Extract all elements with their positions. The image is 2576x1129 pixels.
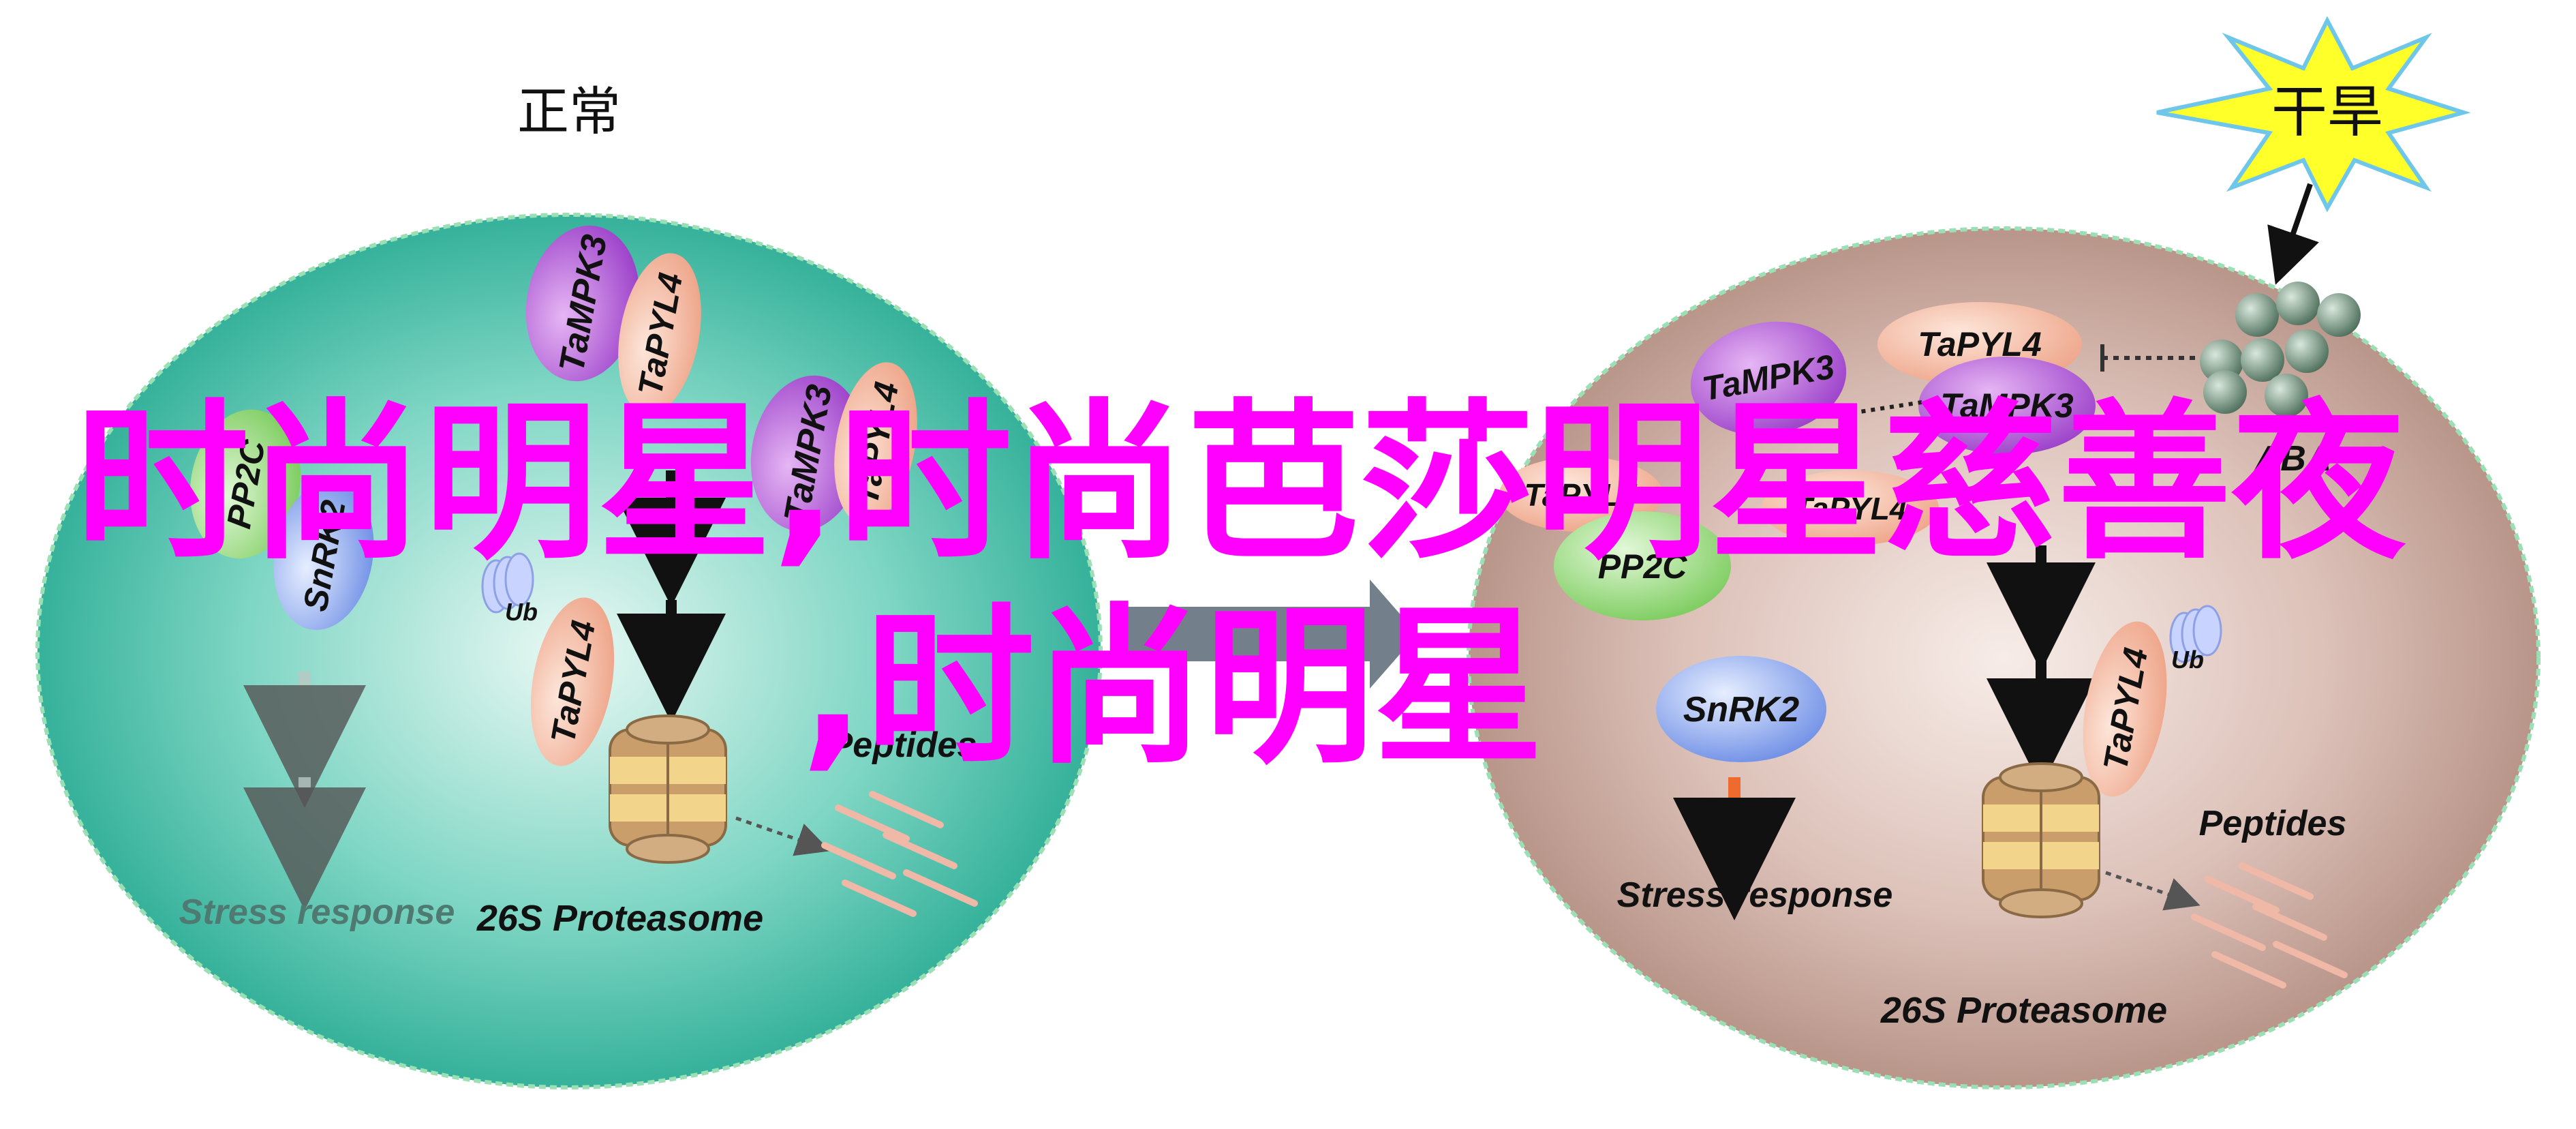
tampk3-protein: TaMPK3 xyxy=(1690,321,1847,436)
tapyl4-label-2: TaPYL4 xyxy=(1524,477,1638,513)
tampk3-protein-2: TaMPK3 xyxy=(1918,357,2096,455)
right-panel: 干旱 TaMPK3 TaPYL4 TaMPK xyxy=(1467,16,2541,1089)
ub-label: Ub xyxy=(505,598,538,626)
peptides-label: Peptides xyxy=(2199,804,2347,843)
tapyl4-protein-3: TaPYL4 xyxy=(1762,470,1939,545)
snrk2-label: SnRK2 xyxy=(1683,690,1800,729)
tapyl4-protein: TaPYL4 xyxy=(618,253,701,415)
pp2c-protein: PP2C xyxy=(1554,511,1731,620)
proteasome-label: 26S Proteasome xyxy=(476,898,763,939)
tapyl4-label: TaPYL4 xyxy=(1918,325,2042,363)
panel-connector-arrow xyxy=(1124,579,1417,689)
pp2c-protein: PP2C xyxy=(189,409,301,559)
aba-label: ABA xyxy=(2254,439,2332,479)
tapyl4-label-3: TaPYL4 xyxy=(1793,491,1907,526)
ub-label: Ub xyxy=(2171,646,2204,674)
drought-starburst: 干旱 xyxy=(2156,16,2471,213)
ubiquitin-chain: Ub xyxy=(2169,605,2222,674)
ubiquitin-chain: Ub xyxy=(481,552,538,626)
proteasome-label: 26S Proteasome xyxy=(1880,990,2167,1031)
peptides xyxy=(2191,862,2348,989)
peptide-arrow xyxy=(2105,871,2201,911)
right-panel-title: 干旱 xyxy=(2271,80,2383,145)
proteasome xyxy=(1982,762,2100,918)
stress-response-label: Stress response xyxy=(1617,875,1893,915)
proteasome xyxy=(609,714,727,864)
aba-cluster xyxy=(2200,282,2361,417)
left-panel: 正常 TaMPK3 TaPYL4 TaMPK3 TaPYL4 PP2C xyxy=(35,81,1103,1089)
starburst-arrow xyxy=(2267,183,2319,285)
overlay-line-2: ,时尚明星 xyxy=(801,588,1544,787)
stress-response-label: Stress response xyxy=(179,892,455,932)
pp2c-label: PP2C xyxy=(1598,547,1688,586)
snrk2-protein: SnRK2 xyxy=(273,481,374,631)
tampk3-protein: TaMPK3 xyxy=(525,225,640,382)
left-panel-title: 正常 xyxy=(517,81,621,142)
tapyl4-protein-3: TaPYL4 xyxy=(530,597,615,766)
tapyl4-protein-4: TaPYL4 xyxy=(2083,621,2167,797)
peptides-label: Peptides xyxy=(829,725,977,765)
tampk3-protein-2: TaMPK3 xyxy=(750,375,865,532)
overlay-line-1: 时尚明星,时尚芭莎明星慈善夜 xyxy=(75,384,2406,582)
peptides xyxy=(821,791,978,917)
tampk3-label-2: TaMPK3 xyxy=(1940,387,2074,425)
tapyl4-protein-2: TaPYL4 xyxy=(834,362,917,524)
snrk2-protein: SnRK2 xyxy=(1656,656,1826,762)
peptide-arrow xyxy=(735,816,831,856)
